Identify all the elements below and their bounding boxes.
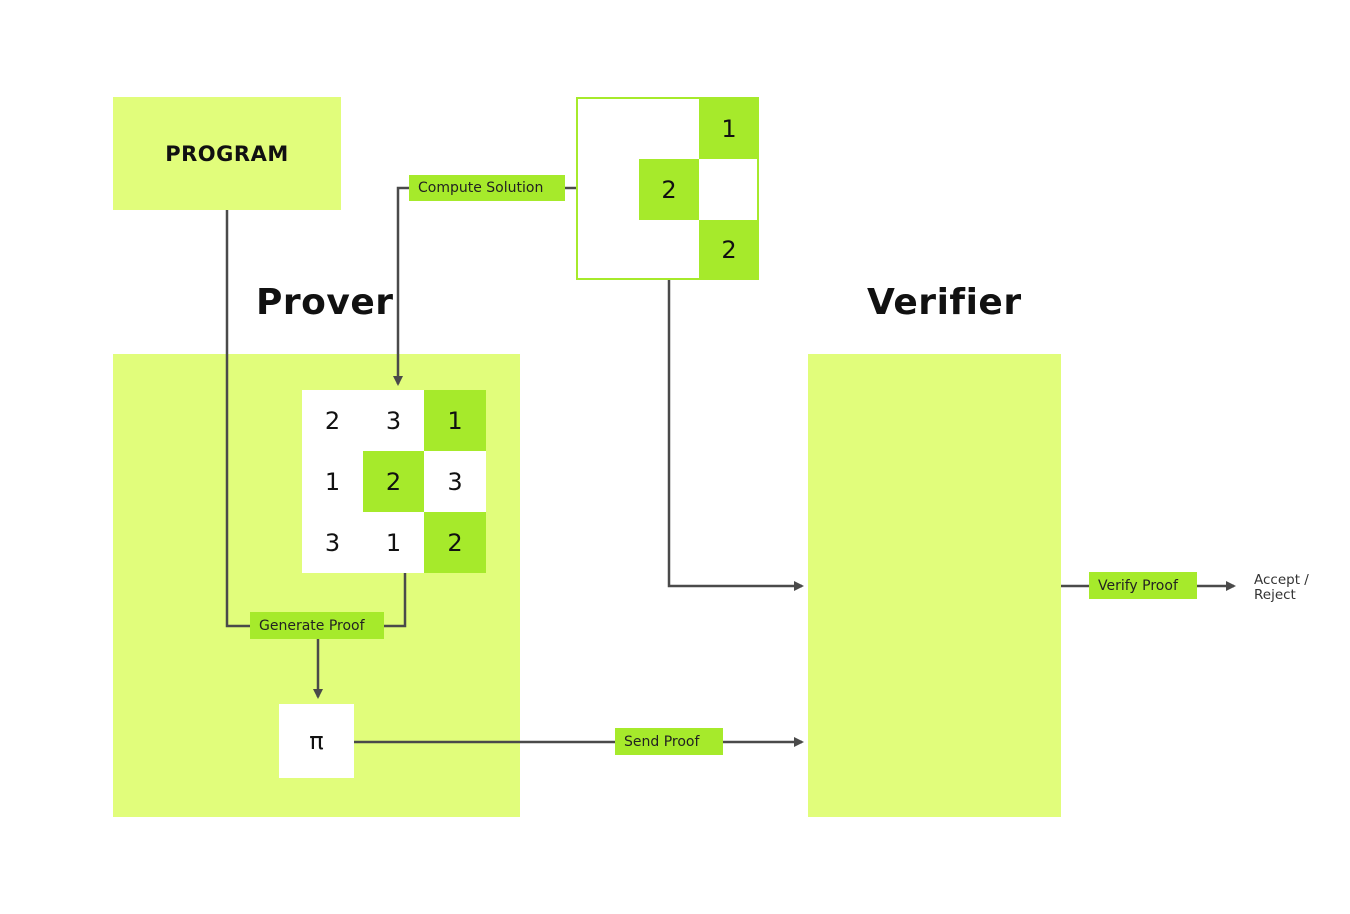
solution-grid-cell-r2c2: 2 (639, 159, 699, 220)
solution-to-verifier-arrow (667, 280, 804, 591)
generate-proof-tag: Generate Proof (250, 612, 384, 639)
grid-to-generate-line (384, 573, 407, 628)
main-grid-cell-r2c1: 1 (302, 451, 363, 512)
compute-to-grid-arrow (393, 186, 409, 386)
compute-solution-tag: Compute Solution (409, 175, 565, 201)
send-proof-tag: Send Proof (615, 728, 723, 755)
solution-grid-cell-r3c3: 2 (699, 220, 759, 280)
verify-proof-tag: Verify Proof (1089, 572, 1197, 599)
program-to-generate-line (225, 210, 250, 628)
main-grid-cell-r1c2: 3 (363, 390, 424, 451)
main-grid-cell-r3c2: 1 (363, 512, 424, 573)
program-label: PROGRAM (165, 141, 289, 166)
solution-grid-cell-r2c3 (699, 159, 759, 220)
program-box (113, 97, 341, 210)
solution-grid-cell-r1c3: 1 (699, 99, 759, 159)
solution-grid-cell-r3c1 (578, 220, 639, 280)
main-grid-cell-r1c1: 2 (302, 390, 363, 451)
prover-heading: Prover (256, 282, 394, 323)
result-line-reject: Reject (1254, 587, 1296, 603)
verifier-panel (808, 354, 1061, 817)
main-grid-cell-r3c1: 3 (302, 512, 363, 573)
solution-grid-cell-r1c2 (639, 99, 699, 159)
verifier-heading: Verifier (867, 282, 1022, 323)
solution-grid-cell-r3c2 (639, 220, 699, 280)
main-grid-cell-r2c3: 3 (424, 451, 486, 512)
solution-grid-cell-r2c1 (578, 159, 639, 220)
main-grid-cell-r1c3: 1 (424, 390, 486, 451)
proof-symbol-box: π (279, 704, 354, 778)
main-grid-cell-r2c2: 2 (363, 451, 424, 512)
result-line-accept: Accept / (1254, 572, 1309, 588)
main-grid-cell-r3c3: 2 (424, 512, 486, 573)
solution-grid-cell-r1c1 (578, 99, 639, 159)
result-label: Accept / Reject (1254, 573, 1309, 603)
